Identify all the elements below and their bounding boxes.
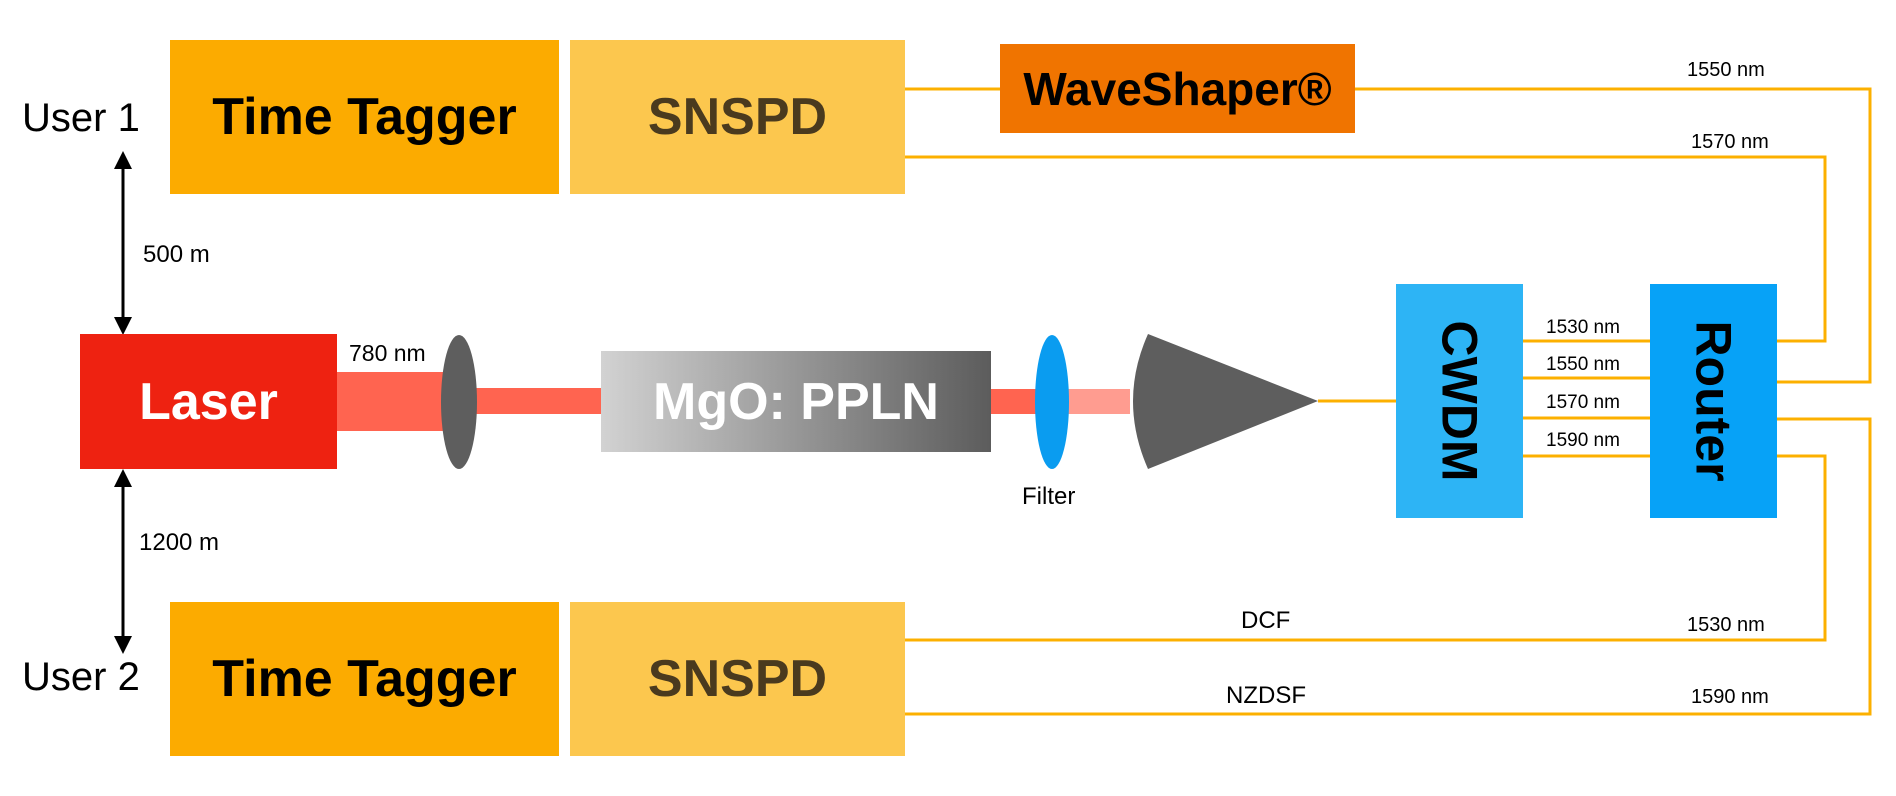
cwdm: CWDM — [1396, 284, 1523, 518]
time-tagger-bottom: Time Tagger — [170, 602, 559, 756]
wavelength-label-top-1550: 1550 nm — [1687, 59, 1765, 81]
nzdsf-label: NZDSF — [1226, 682, 1306, 709]
fiber-router-snspd-1530-dcf — [905, 454, 1827, 642]
router-label: Router — [1685, 320, 1742, 482]
cwdm-label: CWDM — [1431, 320, 1488, 482]
wavelength-label-top-1570: 1570 nm — [1691, 131, 1769, 153]
wavelength-label-cwdm-1570: 1570 nm — [1546, 392, 1620, 413]
wavelength-label-bottom-1590: 1590 nm — [1691, 686, 1769, 708]
waveshaper: WaveShaper® — [1000, 44, 1355, 133]
fiber-waveshaper-router-1550 — [1355, 87, 1872, 384]
snspd-top: SNSPD — [570, 40, 905, 194]
wavelength-label-cwdm-1550: 1550 nm — [1546, 354, 1620, 375]
fiber-snspd-router-1570 — [905, 155, 1827, 343]
beam-after-crystal — [990, 389, 1040, 414]
filter-label: Filter — [1022, 483, 1076, 510]
snspd-bottom: SNSPD — [570, 602, 905, 756]
distance-top-label: 500 m — [143, 241, 210, 268]
router: Router — [1650, 284, 1777, 518]
pump-beam — [336, 372, 446, 431]
time-tagger-top: Time Tagger — [170, 40, 559, 194]
dcf-label: DCF — [1241, 607, 1291, 634]
laser: Laser — [80, 334, 337, 469]
user-2-label: User 2 — [22, 655, 140, 699]
fiber-coupler-icon — [1133, 334, 1318, 469]
collimated-beam — [465, 388, 605, 414]
wavelength-label-bottom-1530: 1530 nm — [1687, 614, 1765, 636]
ppln-label: MgO: PPLN — [653, 372, 939, 431]
wavelength-label-cwdm-1590: 1590 nm — [1546, 430, 1620, 451]
fiber-router-snspd-1590-nzdsf — [905, 417, 1872, 716]
filter-icon — [1035, 335, 1069, 469]
lens-icon — [441, 335, 477, 469]
distance-bottom-label: 1200 m — [139, 529, 220, 556]
wavelength-label-cwdm-1530: 1530 nm — [1546, 317, 1620, 338]
beam-after-filter — [1068, 389, 1130, 414]
user-1-label: User 1 — [22, 96, 140, 140]
pump-wavelength-label: 780 nm — [349, 340, 426, 366]
ppln-crystal — [601, 351, 991, 452]
